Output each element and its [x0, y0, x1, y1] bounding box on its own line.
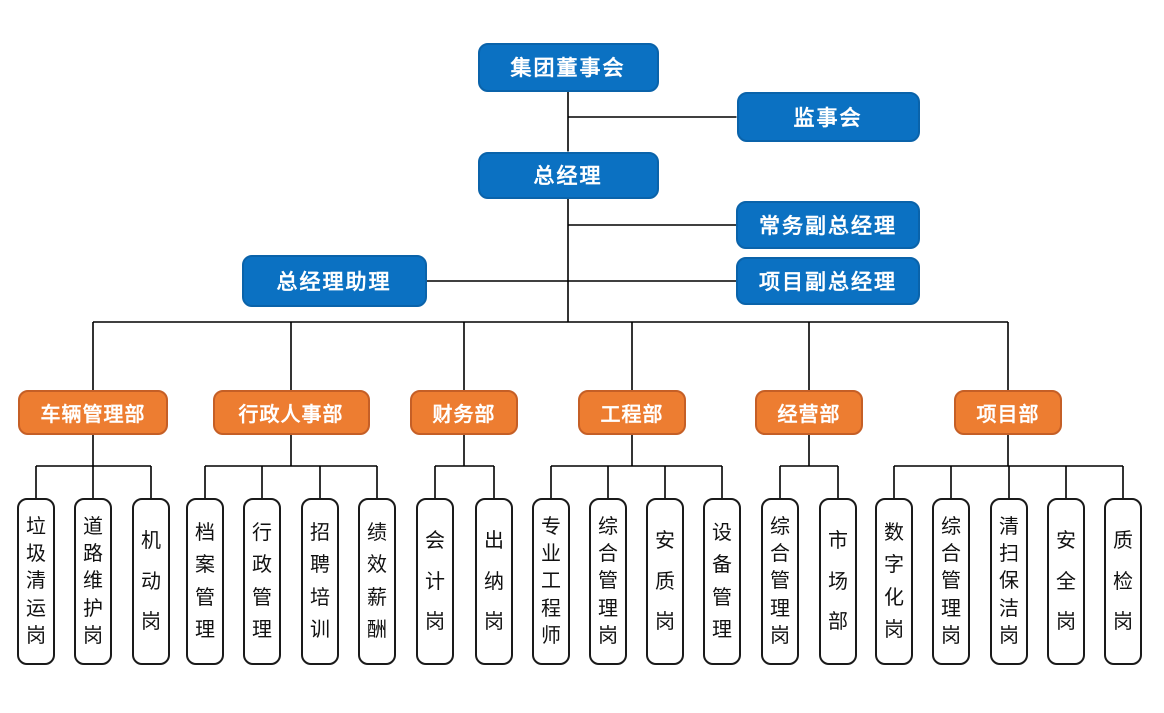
dept-node-admin-hr: 行政人事部	[212, 390, 370, 435]
position-node-project-3: 安全岗	[1047, 498, 1085, 665]
position-node-project-2: 清扫保洁岗	[990, 498, 1028, 665]
position-label: 数字化岗	[884, 521, 904, 642]
position-node-admin-hr-0: 档案管理	[186, 498, 224, 665]
position-label: 清扫保洁岗	[999, 516, 1019, 647]
position-label: 安全岗	[1056, 529, 1076, 634]
position-node-engineering-0: 专业工程师	[532, 498, 570, 665]
dept-node-business: 经营部	[755, 390, 863, 435]
position-label: 档案管理	[195, 521, 215, 642]
position-label: 出纳岗	[484, 529, 504, 634]
position-label: 质检岗	[1113, 529, 1133, 634]
position-label: 会计岗	[425, 529, 445, 634]
position-node-admin-hr-1: 行政管理	[243, 498, 281, 665]
position-label: 行政管理	[252, 521, 272, 642]
exec-node-general-manager: 总经理	[477, 151, 659, 199]
exec-node-gm-assistant: 总经理助理	[241, 255, 427, 307]
position-node-vehicle-management-0: 垃圾清运岗	[17, 498, 55, 665]
position-label: 综合管理岗	[598, 516, 618, 647]
exec-node-project-deputy-gm: 项目副总经理	[736, 257, 920, 305]
position-label: 垃圾清运岗	[26, 516, 46, 647]
position-node-admin-hr-3: 绩效薪酬	[358, 498, 396, 665]
position-node-business-1: 市场部	[819, 498, 857, 665]
exec-node-board: 集团董事会	[477, 42, 659, 92]
dept-node-project: 项目部	[954, 390, 1062, 435]
position-label: 安质岗	[655, 529, 675, 634]
position-label: 机动岗	[141, 529, 161, 634]
dept-node-vehicle-management: 车辆管理部	[18, 390, 168, 435]
exec-node-executive-deputy-gm: 常务副总经理	[736, 201, 920, 249]
position-label: 道路维护岗	[83, 516, 103, 647]
position-node-vehicle-management-1: 道路维护岗	[74, 498, 112, 665]
position-label: 综合管理岗	[941, 516, 961, 647]
position-label: 综合管理岗	[770, 516, 790, 647]
position-node-project-1: 综合管理岗	[932, 498, 970, 665]
position-label: 专业工程师	[541, 516, 561, 647]
position-label: 市场部	[828, 529, 848, 634]
position-label: 设备管理	[712, 521, 732, 642]
position-label: 招聘培训	[310, 521, 330, 642]
position-node-engineering-2: 安质岗	[646, 498, 684, 665]
exec-node-supervisory-board: 监事会	[736, 92, 920, 142]
position-node-project-0: 数字化岗	[875, 498, 913, 665]
dept-node-engineering: 工程部	[578, 390, 686, 435]
position-node-finance-1: 出纳岗	[475, 498, 513, 665]
position-node-admin-hr-2: 招聘培训	[301, 498, 339, 665]
dept-node-finance: 财务部	[410, 390, 518, 435]
position-node-business-0: 综合管理岗	[761, 498, 799, 665]
position-node-vehicle-management-2: 机动岗	[132, 498, 170, 665]
position-node-finance-0: 会计岗	[416, 498, 454, 665]
position-label: 绩效薪酬	[367, 521, 387, 642]
position-node-engineering-3: 设备管理	[703, 498, 741, 665]
position-node-project-4: 质检岗	[1104, 498, 1142, 665]
position-node-engineering-1: 综合管理岗	[589, 498, 627, 665]
